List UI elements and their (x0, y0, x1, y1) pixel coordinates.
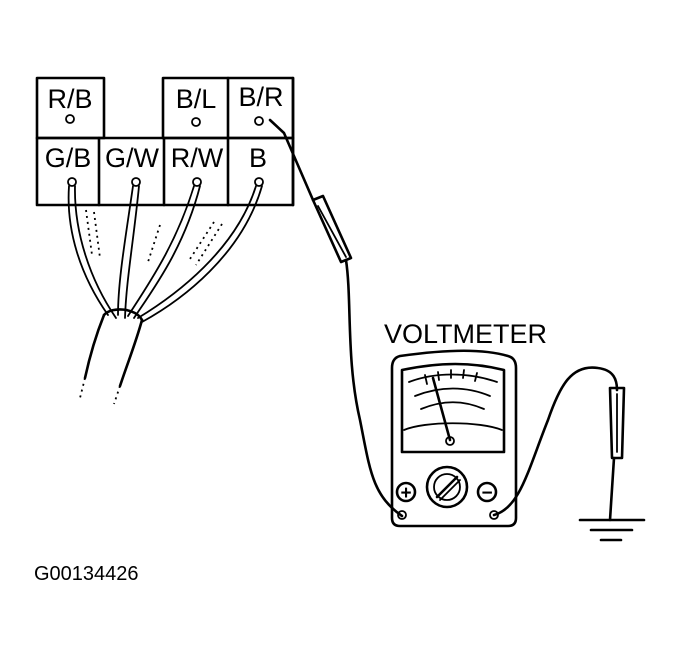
probe-ground (492, 366, 646, 542)
terminal-g-b: G/B (45, 143, 92, 187)
voltmeter-title: VOLTMETER (384, 319, 547, 349)
adjust-knob (425, 465, 469, 509)
wire-harness (67, 185, 263, 405)
terminal-label: R/B (47, 84, 92, 114)
terminal-r-b: R/B (47, 84, 93, 124)
terminal-label: R/W (171, 143, 224, 173)
terminal-b-r: B/R (238, 82, 284, 126)
terminal-label: B/L (176, 84, 217, 114)
terminal-r-w: R/W (171, 143, 224, 187)
terminal-label: B (249, 143, 267, 173)
voltmeter: VOLTMETER + − (384, 319, 547, 528)
minus-symbol: − (481, 483, 492, 504)
terminal-b: B (249, 143, 267, 187)
ground-icon (578, 518, 646, 542)
probe-positive (268, 118, 404, 518)
terminal-g-w: G/W (105, 143, 160, 187)
plus-terminal: + (395, 481, 417, 520)
figure-id: G00134426 (34, 563, 139, 585)
terminal-label: G/W (105, 143, 160, 173)
plus-symbol: + (400, 483, 411, 504)
connector: R/B B/L B/R G/B G/W R/W B (35, 76, 295, 207)
terminal-b-l: B/L (176, 84, 217, 127)
terminal-label: G/B (45, 143, 92, 173)
terminal-label: B/R (238, 82, 283, 112)
